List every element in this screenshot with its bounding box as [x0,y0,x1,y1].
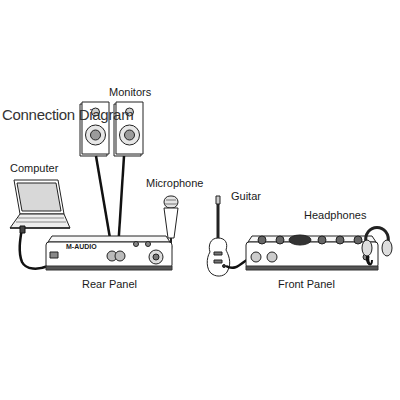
brand-logo: M-AUDIO [66,243,97,250]
electric-guitar [207,196,229,276]
device-label: Guitar [231,190,261,202]
diagram-title: Connection Diagram [2,106,133,123]
panel-label: Front Panel [278,278,335,290]
device-label: Microphone [146,177,203,189]
headphone-cable [367,256,372,264]
panel-label: Rear Panel [82,278,137,290]
device-label: Monitors [109,86,151,98]
usb-cable [20,228,48,269]
device-label: Computer [10,162,58,174]
rear-panel-interface [46,236,172,270]
device-label: Headphones [304,209,366,221]
laptop-computer [10,180,70,228]
headphones [362,228,392,257]
front-panel-interface [246,235,378,270]
